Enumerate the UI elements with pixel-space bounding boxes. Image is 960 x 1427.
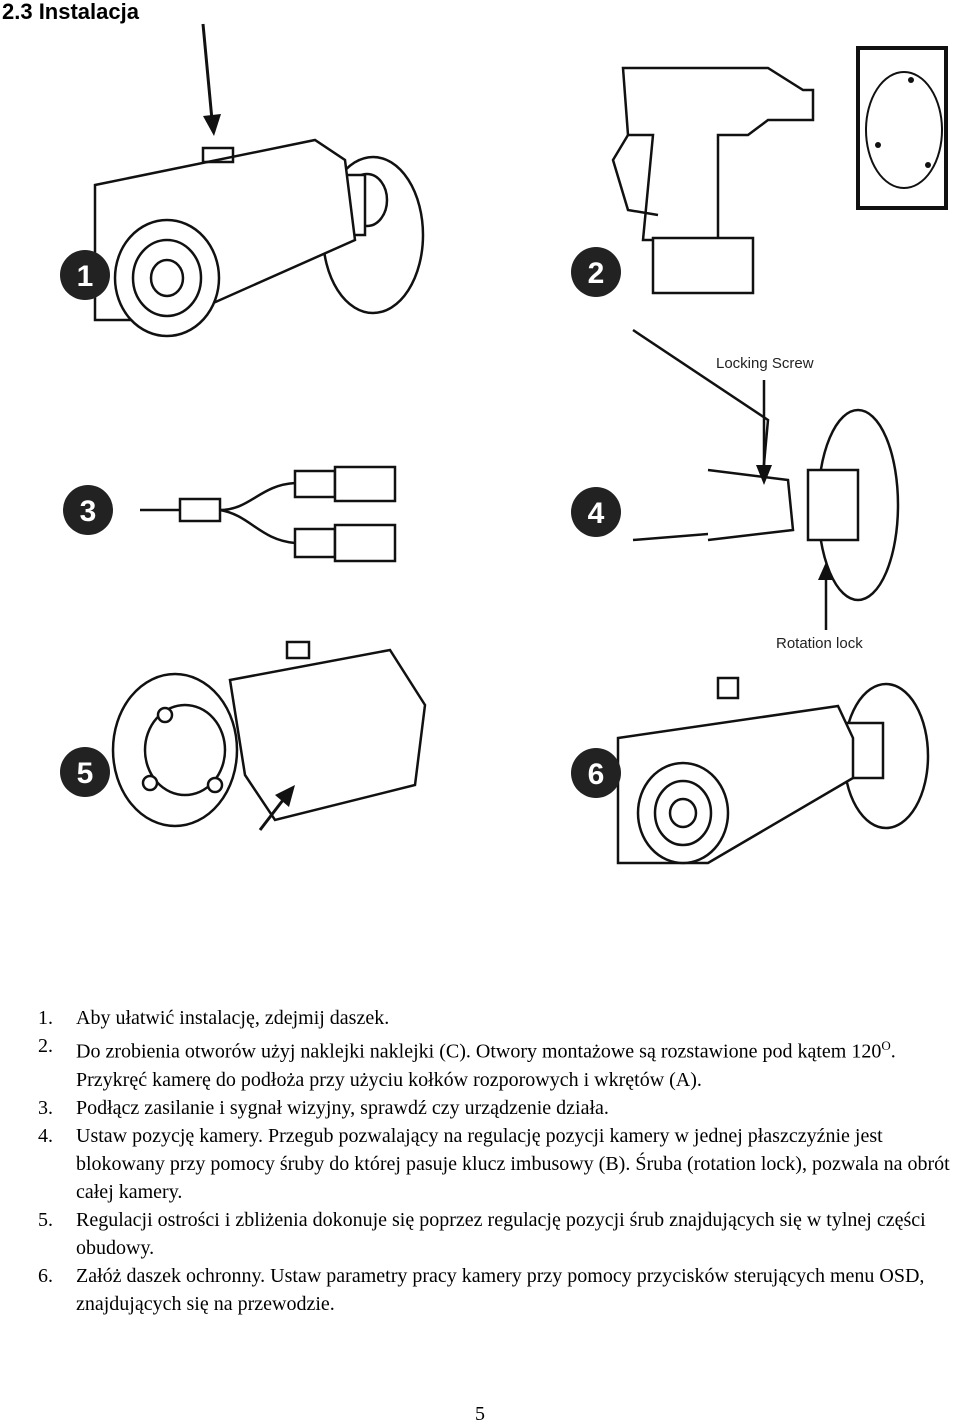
step-badge: 5 xyxy=(60,747,110,797)
list-item: 3. Podłącz zasilanie i sygnał wizyjny, s… xyxy=(38,1096,609,1119)
bullet-camera-icon xyxy=(93,138,425,338)
svg-text:4: 4 xyxy=(588,497,605,530)
svg-text:1: 1 xyxy=(77,260,94,293)
bracket-icon xyxy=(632,328,900,602)
bullet-camera-icon xyxy=(616,676,930,865)
figure-3: 3 xyxy=(63,465,397,563)
step-badge: 2 xyxy=(571,247,621,297)
bullet-camera-icon xyxy=(111,640,427,828)
svg-text:3: 3 xyxy=(80,495,97,528)
figure-5: 5 xyxy=(60,640,427,831)
arrow-up-icon xyxy=(258,785,295,831)
arrow-down-icon xyxy=(756,380,772,485)
list-item: 5. Regulacji ostrości i zbliżenia dokonu… xyxy=(38,1208,926,1259)
drill-icon xyxy=(611,66,815,295)
step-badge: 3 xyxy=(63,485,113,535)
step-badge: 4 xyxy=(571,487,621,537)
list-item: 2. Do zrobienia otworów użyj naklejki na… xyxy=(38,1035,896,1091)
figure-2: 2 xyxy=(571,46,948,297)
installation-steps: 1. Aby ułatwić instalację, zdejmij dasze… xyxy=(38,1004,953,1318)
arrow-down-icon xyxy=(201,23,221,136)
step-badge: 6 xyxy=(571,748,621,798)
list-item: 1. Aby ułatwić instalację, zdejmij dasze… xyxy=(38,1007,390,1029)
svg-text:5: 5 xyxy=(77,757,94,790)
figure-6: 6 xyxy=(571,676,930,865)
figure-4: Locking Screw Rotation lock 4 xyxy=(571,328,900,652)
page-number: 5 xyxy=(475,1403,485,1425)
rotation-lock-label: Rotation lock xyxy=(776,635,863,652)
svg-text:2: 2 xyxy=(588,257,605,290)
figure-1: 1 xyxy=(60,23,425,338)
cable-connector-icon xyxy=(140,465,397,563)
list-item: 6. Załóż daszek ochronny. Ustaw parametr… xyxy=(38,1264,925,1315)
locking-screw-label: Locking Screw xyxy=(716,355,814,372)
mounting-sticker-icon xyxy=(856,46,948,210)
section-heading: 2.3 Instalacja xyxy=(2,0,139,24)
arrow-up-icon xyxy=(818,562,834,630)
step-badge: 1 xyxy=(60,250,110,300)
list-item: 4. Ustaw pozycję kamery. Przegub pozwala… xyxy=(38,1124,950,1203)
svg-text:6: 6 xyxy=(588,758,605,791)
